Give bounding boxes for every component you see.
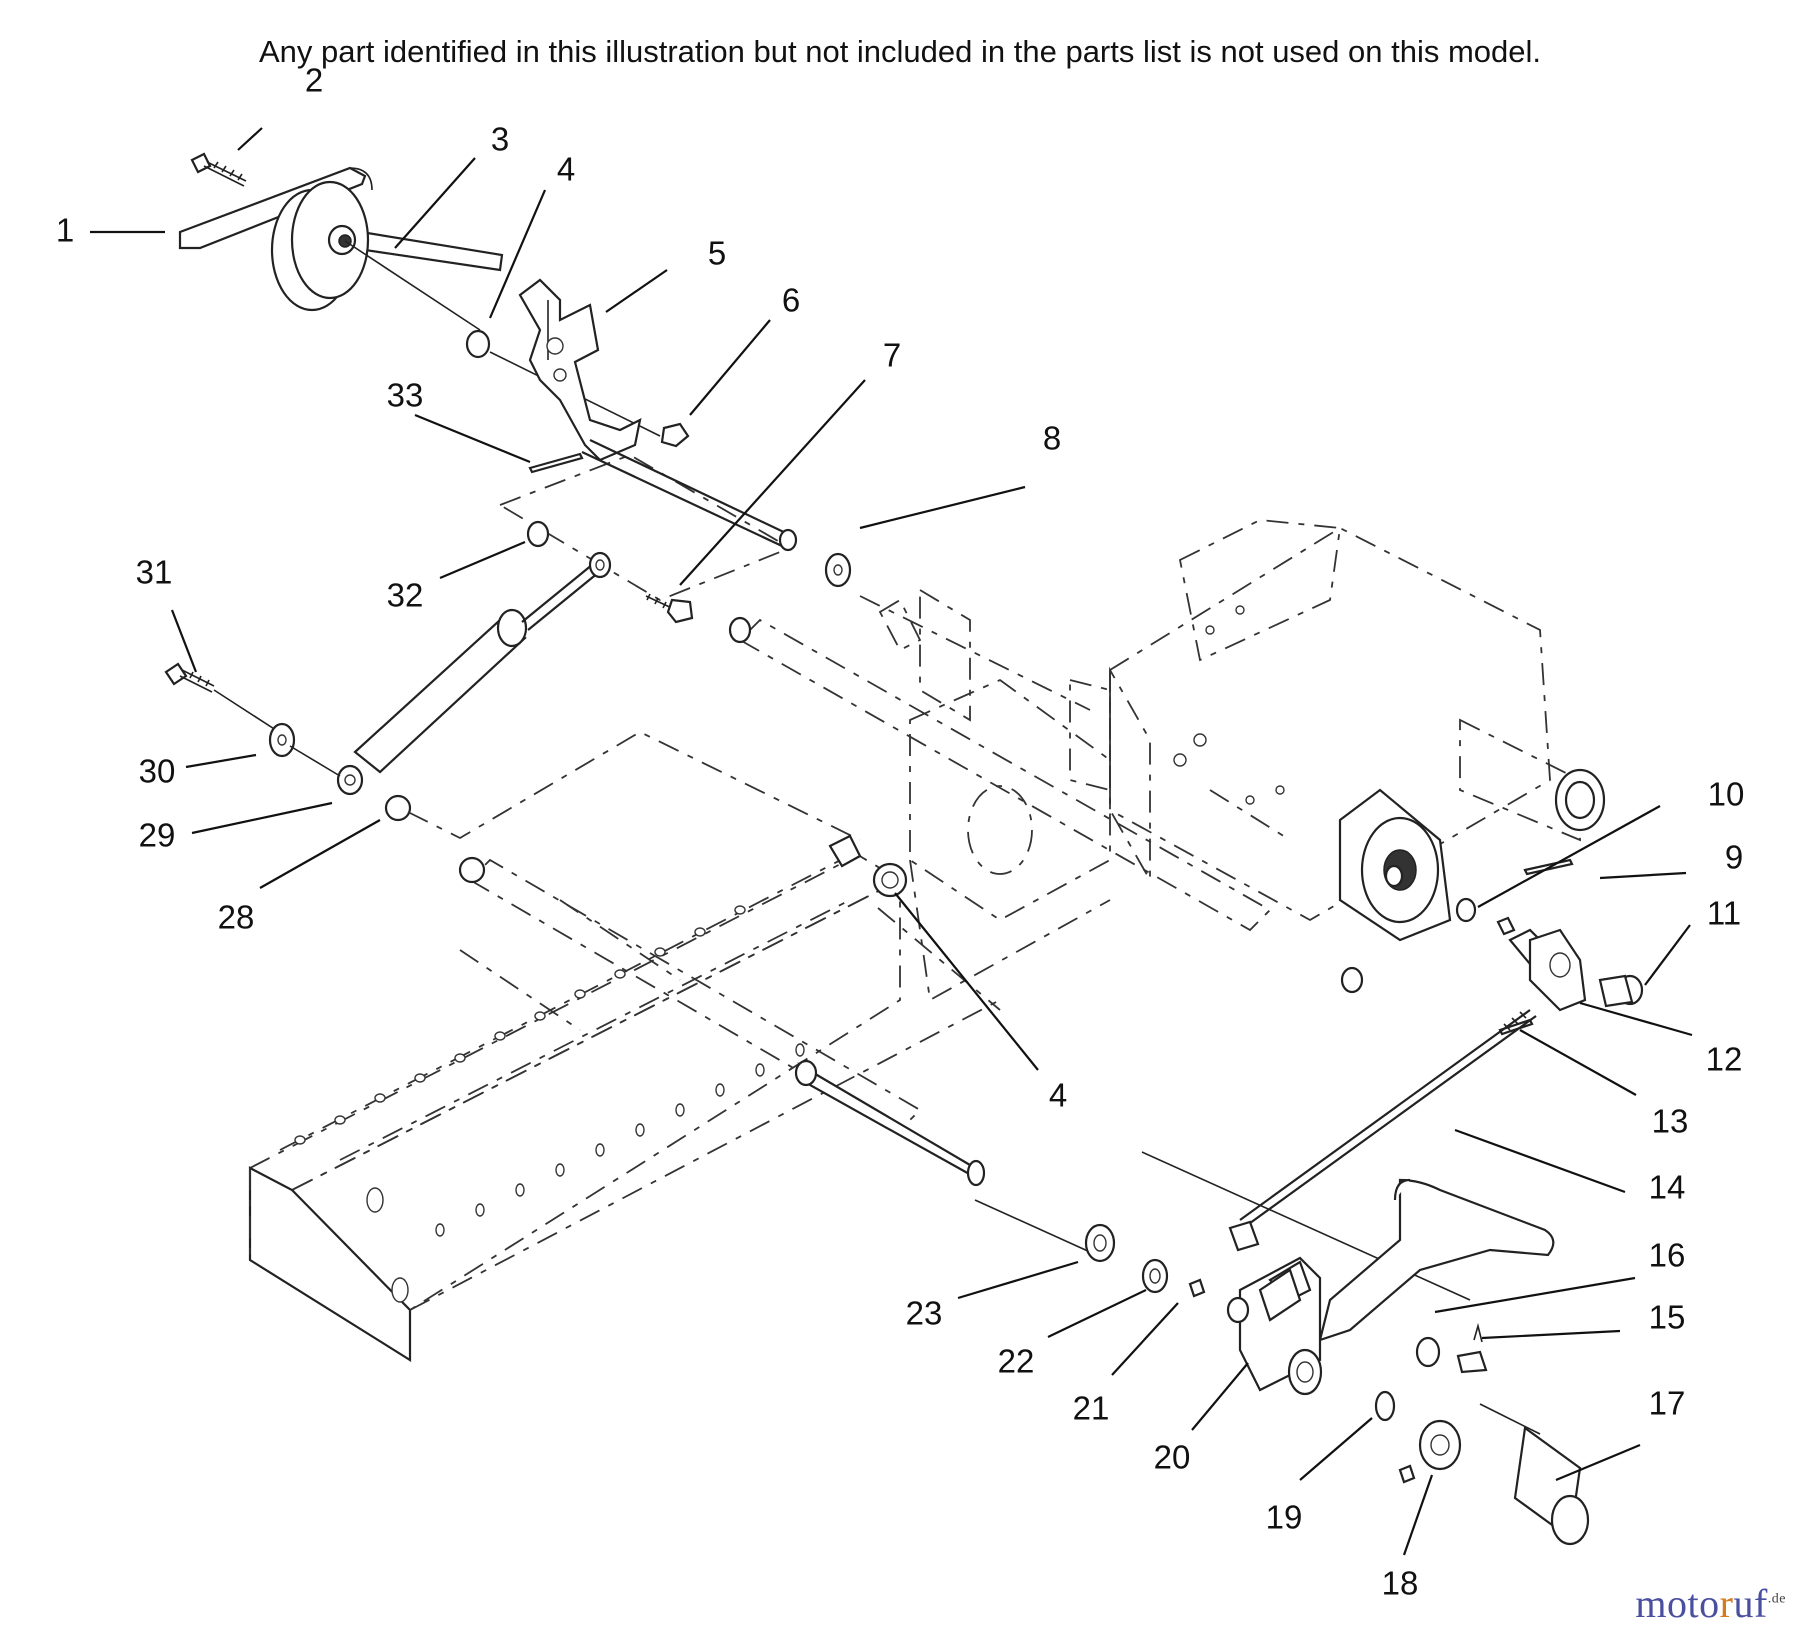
chassis-frame-drawing xyxy=(248,849,1001,1362)
callout-18: 18 xyxy=(1382,1565,1419,1602)
idler-rod-drawing xyxy=(581,439,798,552)
pulley-drawing xyxy=(270,180,370,312)
callout-7: 7 xyxy=(883,337,901,374)
callout-15: 15 xyxy=(1649,1299,1686,1336)
callout-labels: 1 2 3 4 5 6 7 33 8 32 31 30 29 28 4 10 9… xyxy=(56,62,1745,1602)
callout-22: 22 xyxy=(998,1343,1035,1380)
brake-hub-parts-drawing xyxy=(1239,858,1644,1227)
callout-32: 32 xyxy=(387,577,424,614)
callout-21: 21 xyxy=(1073,1390,1110,1427)
bolt-2-drawing xyxy=(190,152,247,187)
callout-31: 31 xyxy=(136,554,173,591)
washer-clip-drawing xyxy=(1415,1322,1488,1374)
pin-33-drawing xyxy=(528,452,584,474)
bolt-31-drawing xyxy=(164,662,341,777)
washer-8-drawing xyxy=(824,552,852,588)
spacer-32-drawing xyxy=(526,520,550,548)
callout-5: 5 xyxy=(708,235,726,272)
washers-23-22-21-drawing xyxy=(1084,1223,1206,1298)
callout-23: 23 xyxy=(906,1295,943,1332)
callout-10: 10 xyxy=(1708,776,1745,813)
callout-19: 19 xyxy=(1266,1499,1303,1536)
callout-8: 8 xyxy=(1043,420,1061,457)
callout-3: 3 xyxy=(491,121,509,158)
callout-2: 2 xyxy=(305,62,323,99)
header-note: Any part identified in this illustration… xyxy=(258,34,1542,69)
collar-grip-drawing xyxy=(1374,1390,1590,1546)
callout-20: 20 xyxy=(1154,1439,1191,1476)
leader-lines xyxy=(90,127,1693,1556)
callout-29: 29 xyxy=(139,817,176,854)
callout-4-lower: 4 xyxy=(1049,1077,1067,1114)
brake-pedal-drawing xyxy=(1226,1178,1555,1396)
callout-9: 9 xyxy=(1725,839,1743,876)
callout-11: 11 xyxy=(1707,895,1741,932)
bushing-drawing xyxy=(828,834,908,898)
callout-14: 14 xyxy=(1649,1169,1686,1206)
callout-33: 33 xyxy=(387,377,424,414)
spacer-28-drawing xyxy=(384,794,412,822)
callout-4: 4 xyxy=(557,151,575,188)
callout-1: 1 xyxy=(56,212,74,249)
callout-16: 16 xyxy=(1649,1237,1686,1274)
watermark-logo: motoruf.de xyxy=(1635,1581,1786,1626)
idler-bracket-drawing xyxy=(518,278,642,462)
transmission-housing-drawing xyxy=(878,519,1606,1002)
frame-holes xyxy=(294,905,805,1303)
cross-tubes-drawing xyxy=(458,616,1364,1187)
gas-spring-drawing xyxy=(336,551,612,796)
bolt-7-drawing xyxy=(645,593,694,624)
callout-13: 13 xyxy=(1652,1103,1689,1140)
idler-shaft-drawing xyxy=(344,240,690,448)
callout-6: 6 xyxy=(782,282,800,319)
callout-12: 12 xyxy=(1706,1041,1743,1078)
callout-30: 30 xyxy=(139,753,176,790)
callout-17: 17 xyxy=(1649,1385,1686,1422)
callout-28: 28 xyxy=(218,899,255,936)
